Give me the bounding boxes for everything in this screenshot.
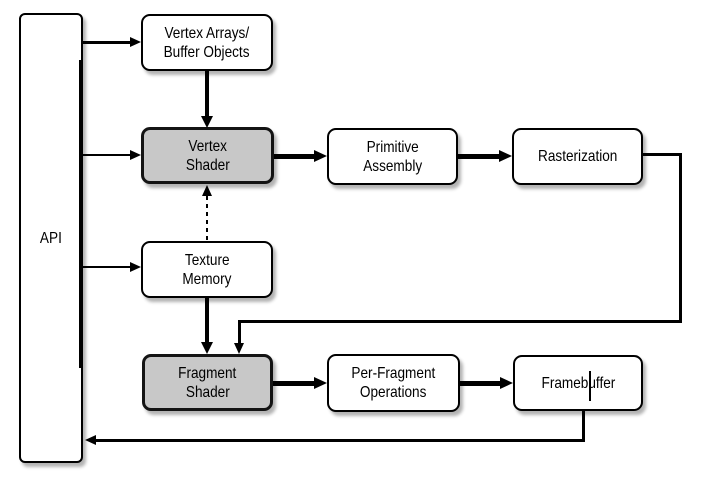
arrow-api-to-vertex-arrays-head — [130, 37, 141, 47]
arrow-vertex-shader-to-primitive-assembly-head — [314, 150, 327, 162]
box-vertex-shader-label-line2: Shader — [185, 156, 230, 174]
arrow-api-to-texture-memory-line — [83, 266, 130, 268]
path-rasterization-to-fragment-shader-seg4 — [238, 322, 241, 344]
box-rasterization-label: Rasterization — [537, 148, 618, 165]
box-fragment-shader-label-line1: Fragment — [178, 364, 237, 382]
path-framebuffer-to-api-seg1 — [582, 411, 585, 441]
box-per-fragment-operations-label-line2: Operations — [360, 384, 427, 401]
arrow-api-to-vertex-shader-head — [130, 150, 141, 160]
arrow-api-to-vertex-arrays-line — [83, 41, 130, 44]
box-vertex-shader-label-line1: Vertex — [188, 137, 227, 155]
arrow-primitive-assembly-to-rasterization-line — [458, 154, 499, 159]
box-primitive-assembly-label-line2: Assembly — [363, 157, 422, 175]
box-fragment-shader: Fragment Shader — [142, 354, 273, 411]
box-rasterization: Rasterization — [512, 128, 643, 185]
framebuffer-text-cursor — [589, 371, 591, 401]
path-rasterization-to-fragment-shader-seg2 — [679, 153, 682, 323]
arrow-texture-memory-to-vertex-shader-dashed-line — [206, 196, 208, 241]
arrow-vertex-arrays-to-vertex-shader-head — [201, 116, 213, 128]
arrow-api-to-vertex-shader-line — [83, 154, 130, 156]
box-vertex-arrays: Vertex Arrays/ Buffer Objects — [141, 14, 273, 71]
box-texture-memory-label-line2: Memory — [182, 270, 232, 288]
box-primitive-assembly: Primitive Assembly — [327, 128, 458, 185]
path-framebuffer-to-api-head — [85, 435, 96, 445]
box-texture-memory: Texture Memory — [141, 241, 273, 298]
arrow-vertex-shader-to-primitive-assembly-line — [274, 154, 314, 159]
box-vertex-shader: Vertex Shader — [141, 127, 274, 184]
arrow-texture-memory-to-vertex-shader-head — [202, 185, 212, 196]
box-framebuffer: Framebuffer — [513, 355, 643, 411]
path-framebuffer-to-api-seg2 — [96, 439, 585, 442]
box-api: API — [19, 13, 83, 463]
box-vertex-arrays-label-line2: Buffer Objects — [164, 43, 250, 61]
box-primitive-assembly-label-line1: Primitive — [366, 138, 419, 156]
arrow-fragment-shader-to-per-fragment-head — [314, 377, 327, 389]
box-api-label: API — [40, 229, 62, 247]
arrow-api-to-texture-memory-head — [130, 262, 141, 272]
path-rasterization-to-fragment-shader-seg3 — [238, 320, 682, 323]
arrow-per-fragment-to-framebuffer-head — [500, 377, 513, 389]
arrow-texture-memory-to-fragment-shader-line — [205, 298, 209, 343]
path-rasterization-to-fragment-shader-head — [234, 343, 244, 354]
box-fragment-shader-label-line2: Shader — [185, 383, 230, 401]
box-per-fragment-operations: Per-Fragment Operations — [327, 354, 460, 412]
arrow-texture-memory-to-fragment-shader-head — [201, 342, 213, 354]
box-texture-memory-label-line1: Texture — [184, 251, 230, 269]
path-rasterization-to-fragment-shader-seg1 — [643, 153, 682, 156]
box-framebuffer-label: Framebuffer — [541, 374, 615, 392]
arrow-primitive-assembly-to-rasterization-head — [499, 150, 512, 162]
box-vertex-arrays-label-line1: Vertex Arrays/ — [164, 24, 250, 42]
arrow-per-fragment-to-framebuffer-line — [460, 381, 500, 386]
api-edge-bus-line — [79, 60, 83, 368]
arrow-vertex-arrays-to-vertex-shader-line — [205, 71, 209, 117]
box-per-fragment-operations-label-line1: Per-Fragment — [351, 365, 436, 382]
arrow-fragment-shader-to-per-fragment-line — [273, 381, 314, 386]
